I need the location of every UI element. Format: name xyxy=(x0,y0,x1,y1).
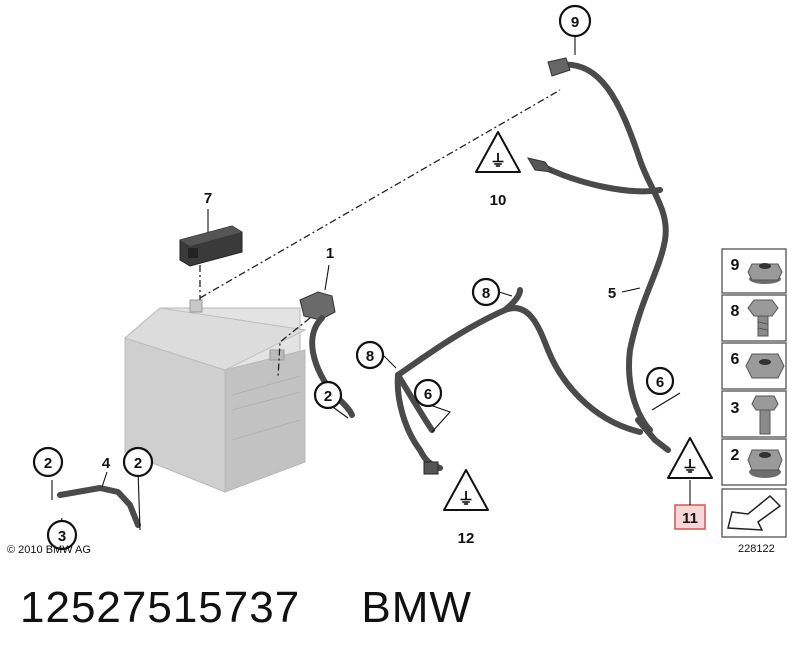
svg-text:8: 8 xyxy=(482,285,490,302)
label-1[interactable]: 1 xyxy=(326,245,334,262)
ground-strap-part xyxy=(51,469,141,531)
callout-8-lower[interactable]: 8 xyxy=(355,340,385,370)
svg-text:⏚: ⏚ xyxy=(458,489,474,508)
svg-text:6: 6 xyxy=(656,374,664,391)
svg-text:2: 2 xyxy=(44,455,52,472)
warning-symbol-10: ⏚ xyxy=(475,131,521,173)
assembly-lines xyxy=(199,89,561,379)
callout-8-upper[interactable]: 8 xyxy=(471,277,501,307)
callout-6-right[interactable]: 6 xyxy=(645,366,675,396)
svg-text:⏚: ⏚ xyxy=(490,151,506,170)
warning-symbol-12: ⏚ xyxy=(443,469,489,511)
callout-6-mid[interactable]: 6 xyxy=(413,378,443,408)
hex-nut-icon xyxy=(745,353,785,379)
brand-name: BMW xyxy=(361,583,472,632)
part-number: 12527515737 xyxy=(20,583,301,632)
svg-text:2: 2 xyxy=(134,455,142,472)
label-4[interactable]: 4 xyxy=(102,455,111,472)
svg-text:6: 6 xyxy=(731,351,740,368)
copyright-text: © 2010 BMW AG xyxy=(7,544,91,556)
svg-text:9: 9 xyxy=(571,14,579,31)
diagram-id: 228122 xyxy=(738,543,775,555)
callout-2-left[interactable]: 2 xyxy=(32,446,64,478)
hex-bolt-icon xyxy=(747,299,779,337)
svg-text:6: 6 xyxy=(424,386,432,403)
fuse-box-part xyxy=(179,225,243,267)
label-12[interactable]: 12 xyxy=(458,530,475,547)
flange-nut-icon xyxy=(747,263,783,284)
svg-text:3: 3 xyxy=(731,400,740,417)
svg-text:2: 2 xyxy=(731,447,740,464)
label-10[interactable]: 10 xyxy=(490,192,507,209)
svg-text:11: 11 xyxy=(682,510,698,527)
battery xyxy=(123,299,307,493)
parts-diagram: ⏚ ⏚ ⏚ 9 8 8 2 6 6 2 2 3 xyxy=(7,4,787,556)
cable-harness-part xyxy=(394,57,681,475)
callout-2-battery[interactable]: 2 xyxy=(313,380,343,410)
svg-text:8: 8 xyxy=(731,303,740,320)
hardware-panel: 9 8 6 3 2 xyxy=(721,248,787,538)
flange-nut-icon-2 xyxy=(747,449,783,478)
svg-text:⏚: ⏚ xyxy=(682,457,698,476)
callout-2-right[interactable]: 2 xyxy=(122,446,154,478)
svg-text:2: 2 xyxy=(324,388,332,405)
svg-text:9: 9 xyxy=(731,257,740,274)
warning-symbol-11: ⏚ xyxy=(667,437,713,479)
svg-text:3: 3 xyxy=(58,528,66,545)
direction-arrow-icon xyxy=(727,494,782,531)
callout-3[interactable]: 3 xyxy=(46,519,78,551)
callout-9-top[interactable]: 9 xyxy=(558,4,592,38)
label-5[interactable]: 5 xyxy=(608,285,616,302)
svg-text:8: 8 xyxy=(366,348,374,365)
caption: 12527515737 BMW xyxy=(20,583,472,633)
label-7[interactable]: 7 xyxy=(204,190,212,207)
bolt-icon xyxy=(751,395,779,435)
callout-11-highlighted[interactable]: 11 xyxy=(674,504,706,530)
